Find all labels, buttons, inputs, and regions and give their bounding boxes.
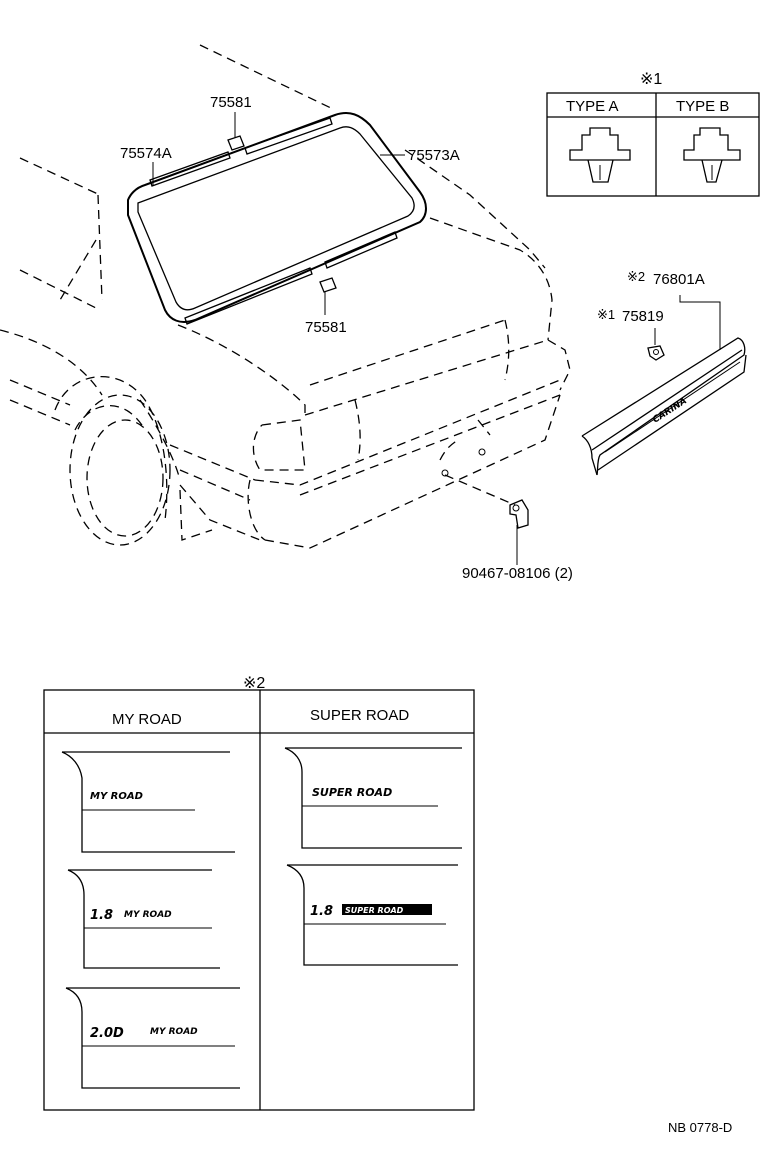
emblem-super-road-2-bg (342, 904, 432, 915)
garnish-my-road-1 (61, 751, 235, 853)
emblem-20d: 2.0D (90, 1026, 124, 1041)
emblem-my-road-1: MY ROAD (90, 791, 143, 802)
col-header-my-road: MY ROAD (112, 711, 182, 728)
emblem-super-road-1: SUPER ROAD (312, 786, 392, 799)
garnish-my-road-20d (65, 987, 240, 1089)
emblem-18-2: 1.8 (310, 904, 333, 919)
rear-window-glass (127, 112, 427, 323)
emblem-18-1: 1.8 (90, 908, 113, 923)
note2-table (43, 689, 475, 1111)
clip-90467-icon (509, 499, 529, 529)
clip-75819-icon (647, 345, 665, 361)
moulding-clip-75581-bottom (319, 277, 337, 293)
diagram-code: NB 0778-D (668, 1120, 732, 1135)
garnish-my-road-18 (67, 869, 220, 969)
col-header-super-road: SUPER ROAD (310, 707, 409, 724)
label-75819: 75819 (622, 308, 664, 325)
label-75574A: 75574A (120, 145, 172, 162)
label-75581-bottom: 75581 (305, 319, 347, 336)
clip-type-b-icon (683, 127, 741, 183)
lower-moulding (184, 231, 398, 325)
garnish-super-road-1 (284, 747, 462, 849)
label-90467: 90467-08106 (2) (462, 565, 573, 582)
moulding-clip-75581-top (227, 135, 245, 151)
label-75573A: 75573A (408, 147, 460, 164)
upper-moulding-75574A (149, 117, 333, 187)
type-a-label: TYPE A (566, 98, 619, 115)
rear-garnish-76801A: CARINA (581, 337, 747, 476)
emblem-my-road-3: MY ROAD (150, 1027, 198, 1037)
label-75581-top: 75581 (210, 94, 252, 111)
emblem-my-road-2: MY ROAD (124, 910, 172, 920)
note1-table (546, 92, 760, 197)
note1-mark: ※1 (640, 71, 662, 88)
clip-type-a-icon (569, 127, 631, 183)
label-76801A-mark: ※2 (627, 269, 645, 284)
note2-mark: ※2 (243, 675, 265, 692)
garnish-super-road-18 (286, 864, 458, 966)
label-75819-mark: ※1 (597, 307, 615, 322)
car-body-outline (0, 44, 571, 549)
type-b-label: TYPE B (676, 98, 729, 115)
label-76801A: 76801A (653, 271, 705, 288)
emblem-super-road-2: SUPER ROAD (345, 906, 404, 915)
